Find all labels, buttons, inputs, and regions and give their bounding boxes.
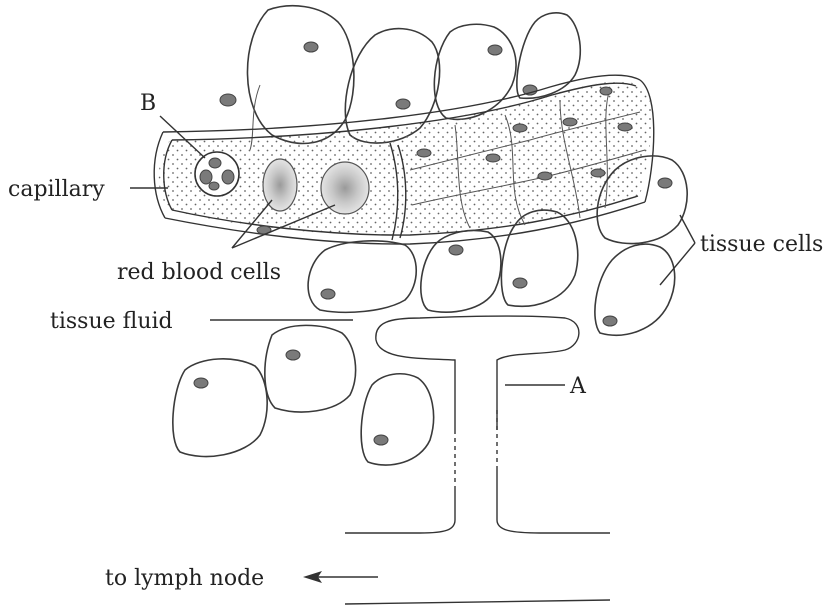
cell-nucleus bbox=[286, 350, 300, 360]
label-capillary: capillary bbox=[8, 177, 105, 202]
endothelial-nucleus bbox=[591, 169, 605, 177]
lower-tissue-cells bbox=[173, 325, 434, 465]
cell-nucleus bbox=[449, 245, 463, 255]
white-blood-cell-b bbox=[195, 152, 239, 196]
tissue-cell bbox=[173, 359, 267, 457]
label-a: A bbox=[569, 374, 587, 399]
lymph-vessel-bottom bbox=[345, 600, 610, 604]
label-tissue-cells: tissue cells bbox=[700, 232, 823, 257]
lymph-vessel-top bbox=[376, 316, 579, 430]
cell-nucleus bbox=[396, 99, 410, 109]
red-blood-cell bbox=[263, 159, 297, 211]
cell-nucleus bbox=[603, 316, 617, 326]
tissue-cells-leader-line bbox=[680, 215, 695, 243]
label-to-lymph-node: to lymph node bbox=[105, 566, 264, 591]
label-b: B bbox=[140, 91, 156, 116]
lymph-vessel-lower-right bbox=[497, 470, 610, 533]
tissue-cell bbox=[308, 241, 416, 312]
cell-nucleus bbox=[658, 178, 672, 188]
cell-nucleus bbox=[513, 278, 527, 288]
endothelial-nucleus bbox=[538, 172, 552, 180]
tissue-cells-leader-line bbox=[660, 243, 695, 285]
cell-nucleus bbox=[304, 42, 318, 52]
cell-nucleus bbox=[374, 435, 388, 445]
tissue-cell bbox=[265, 325, 356, 412]
lymph-vessel-lower-left bbox=[345, 490, 455, 533]
cell-nucleus bbox=[488, 45, 502, 55]
label-red-blood-cells: red blood cells bbox=[117, 260, 281, 285]
red-blood-cell bbox=[321, 162, 369, 214]
cell-nucleus bbox=[194, 378, 208, 388]
endothelial-nucleus bbox=[486, 154, 500, 162]
endothelial-nucleus bbox=[618, 123, 632, 131]
label-tissue-fluid: tissue fluid bbox=[50, 309, 173, 334]
tissue-cell bbox=[361, 374, 433, 465]
endothelial-nucleus bbox=[600, 87, 612, 95]
endothelial-nucleus bbox=[563, 118, 577, 126]
cell-nucleus bbox=[321, 289, 335, 299]
cell-nucleus bbox=[220, 94, 236, 106]
endothelial-nucleus bbox=[417, 149, 431, 157]
lymph-vessel-a bbox=[345, 316, 610, 604]
endothelial-nucleus bbox=[513, 124, 527, 132]
